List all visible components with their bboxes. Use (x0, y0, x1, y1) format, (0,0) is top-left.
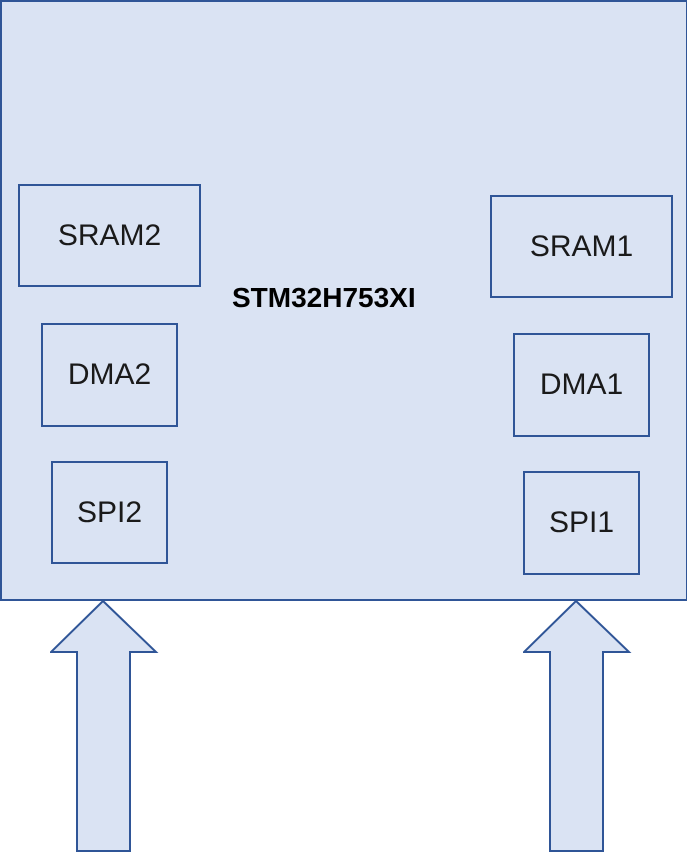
dma1-block: DMA1 (513, 333, 650, 437)
chip-title: STM32H753XI (232, 282, 416, 313)
right-up-arrow (523, 600, 632, 852)
spi1-block: SPI1 (523, 471, 640, 575)
left-up-arrow (50, 600, 159, 852)
spi2-block: SPI2 (51, 461, 168, 564)
sram1-block: SRAM1 (490, 195, 673, 298)
sram2-block: SRAM2 (18, 184, 201, 287)
dma2-block: DMA2 (41, 323, 178, 427)
